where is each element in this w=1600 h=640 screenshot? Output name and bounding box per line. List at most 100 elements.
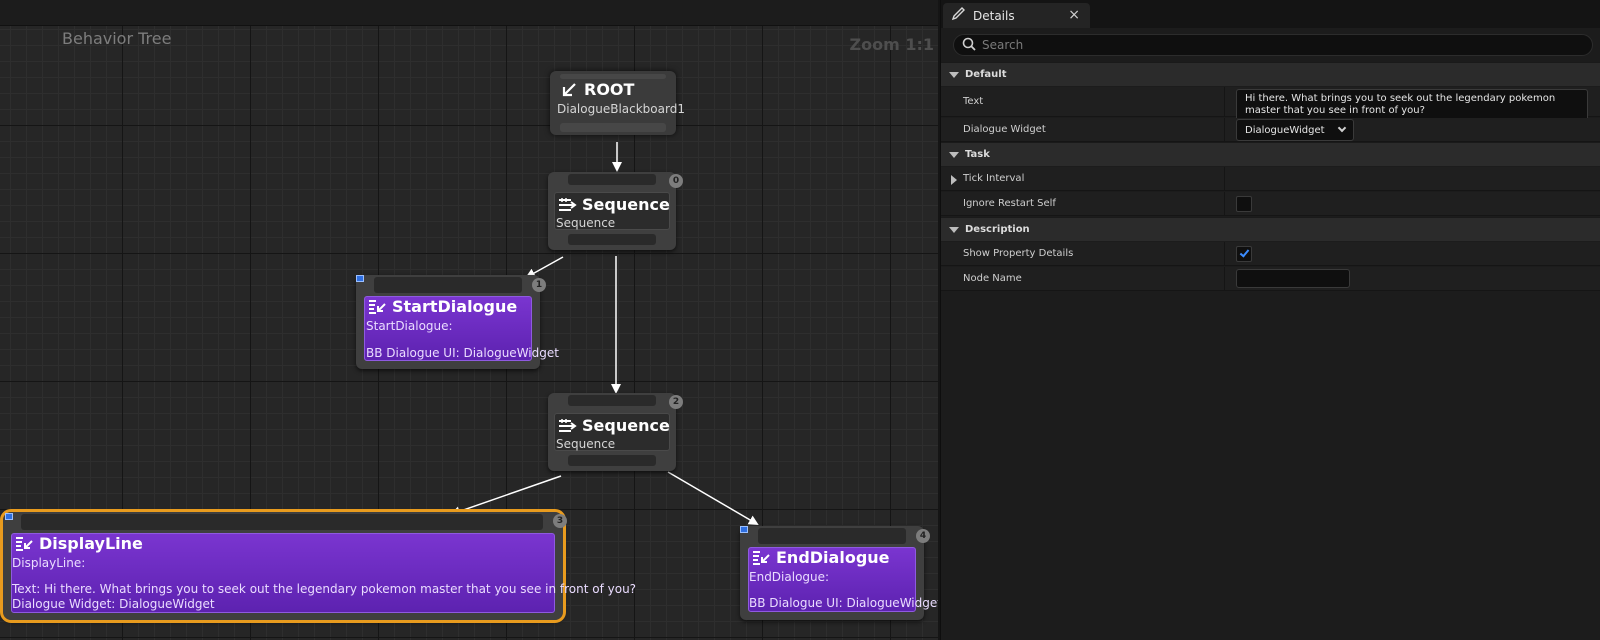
displayline-subtitle: DisplayLine:: [12, 556, 86, 570]
displayline-body: [11, 533, 555, 613]
root-node-title: ROOT: [560, 80, 634, 99]
execution-index-badge: 0: [669, 174, 683, 188]
enddialogue-subtitle: EndDialogue:: [749, 570, 830, 584]
enddialogue-body: [748, 547, 916, 612]
sequence-output-pin: [568, 234, 656, 245]
property-label-dialogue-widget: Dialogue Widget: [963, 124, 1046, 135]
dialogue-widget-dropdown[interactable]: DialogueWidget: [1236, 119, 1354, 141]
displayline-title-label: DisplayLine: [39, 534, 143, 553]
sequence-title: Sequence: [558, 195, 670, 214]
sequence-input-pin: [568, 174, 656, 185]
collapse-caret-icon: [949, 226, 959, 233]
breakpoint-flag-icon: [740, 526, 748, 533]
root-output-pin: [560, 123, 666, 132]
startdialogue-input-pin: [374, 277, 522, 293]
sequence-title-label: Sequence: [582, 416, 670, 435]
wire-sequence-to-startdialogue: [525, 256, 564, 278]
property-label-node-name: Node Name: [963, 273, 1022, 284]
category-task-label: Task: [965, 149, 990, 160]
enddialogue-detail: BB Dialogue UI: DialogueWidget: [749, 596, 938, 610]
execution-index-badge: 3: [553, 514, 567, 528]
zoom-label: Zoom 1:1: [849, 35, 935, 54]
sequence-subtitle: Sequence: [556, 437, 616, 451]
breakpoint-flag-icon: [356, 275, 364, 282]
ignore-restart-checkbox[interactable]: [1236, 196, 1252, 212]
column-divider: [1224, 87, 1225, 116]
startdialogue-title-label: StartDialogue: [392, 297, 518, 316]
sequence-icon: [558, 197, 577, 213]
displayline-title: DisplayLine: [15, 534, 143, 553]
node-name-field[interactable]: [1236, 269, 1350, 288]
enddialogue-title-label: EndDialogue: [776, 548, 890, 567]
close-icon[interactable]: ×: [1068, 7, 1080, 23]
details-tab-label: Details: [973, 8, 1015, 23]
sequence-icon: [558, 418, 577, 434]
property-label-ignore-restart: Ignore Restart Self: [963, 198, 1056, 209]
root-node[interactable]: ROOT DialogueBlackboard1: [550, 71, 685, 135]
text-value-field[interactable]: Hi there. What brings you to seek out th…: [1236, 89, 1588, 121]
execution-index-badge: 2: [669, 395, 683, 409]
column-divider: [1224, 192, 1225, 215]
sequence-body: [554, 192, 670, 230]
displayline-text-detail: Text: Hi there. What brings you to seek …: [12, 582, 637, 596]
category-default[interactable]: Default: [941, 62, 1600, 86]
enddialogue-node[interactable]: EndDialogue EndDialogue: BB Dialogue UI:…: [740, 526, 938, 620]
sequence-title-label: Sequence: [582, 195, 670, 214]
property-row-dialogue-widget: Dialogue Widget DialogueWidget: [941, 118, 1600, 142]
startdialogue-node[interactable]: StartDialogue StartDialogue: BB Dialogue…: [356, 275, 559, 369]
category-default-label: Default: [965, 69, 1007, 80]
behavior-tree-graph[interactable]: Behavior Tree Zoom 1:1 ROOT Dial: [0, 0, 938, 640]
show-details-checkbox[interactable]: [1236, 246, 1252, 262]
search-input[interactable]: [982, 38, 1572, 52]
category-task[interactable]: Task: [941, 142, 1600, 166]
sequence-input-pin: [568, 395, 656, 406]
pencil-icon: [951, 7, 967, 24]
displayline-input-pin: [21, 514, 543, 530]
search-box[interactable]: [953, 34, 1593, 56]
enddialogue-input-pin: [758, 528, 906, 544]
sequence-body: [554, 413, 670, 451]
property-label-show-details: Show Property Details: [963, 248, 1074, 259]
category-description-label: Description: [965, 224, 1030, 235]
column-divider: [1224, 118, 1225, 141]
category-description[interactable]: Description: [941, 217, 1600, 241]
property-row-tick-interval: Tick Interval: [941, 167, 1600, 191]
sequence-output-pin: [568, 455, 656, 466]
property-row-show-details: Show Property Details: [941, 242, 1600, 266]
displayline-widget-detail: Dialogue Widget: DialogueWidget: [12, 597, 215, 611]
expand-arrow-icon[interactable]: [951, 175, 957, 185]
task-icon: [752, 550, 770, 566]
property-row-text: Text Hi there. What brings you to seek o…: [941, 87, 1600, 121]
details-tab[interactable]: Details ×: [943, 3, 1090, 28]
sequence-node-0[interactable]: Sequence Sequence 0: [548, 172, 683, 250]
startdialogue-detail: BB Dialogue UI: DialogueWidget: [366, 346, 559, 360]
collapse-caret-icon: [949, 71, 959, 78]
startdialogue-subtitle: StartDialogue:: [366, 319, 453, 333]
column-divider: [1224, 242, 1225, 265]
dialogue-widget-value: DialogueWidget: [1245, 124, 1325, 136]
search-icon: [962, 36, 976, 55]
property-row-ignore-restart: Ignore Restart Self: [941, 192, 1600, 216]
property-row-node-name: Node Name: [941, 267, 1600, 291]
property-label-text: Text: [963, 96, 984, 107]
checkmark-icon: [1239, 247, 1250, 258]
wire-sequence-to-displayline: [450, 475, 562, 517]
enddialogue-title: EndDialogue: [752, 548, 890, 567]
chevron-down-icon: [1337, 123, 1346, 133]
root-node-subtitle: DialogueBlackboard1: [557, 102, 685, 116]
displayline-node[interactable]: DisplayLine DisplayLine: Text: Hi there.…: [0, 509, 636, 623]
details-tab-bar: Details ×: [941, 0, 1600, 28]
root-node-label: ROOT: [584, 80, 635, 99]
startdialogue-body: [364, 296, 532, 361]
column-divider: [1224, 267, 1225, 290]
collapse-caret-icon: [949, 151, 959, 158]
column-divider: [1224, 167, 1225, 190]
execution-index-badge: 4: [916, 529, 930, 543]
sequence-node-2[interactable]: Sequence Sequence 2: [548, 393, 683, 471]
wire-sequence-to-enddialogue: [667, 471, 759, 526]
sequence-subtitle: Sequence: [556, 216, 616, 230]
sequence-title: Sequence: [558, 416, 670, 435]
graph-connections: [450, 142, 759, 526]
graph-toolbar: [0, 0, 938, 26]
